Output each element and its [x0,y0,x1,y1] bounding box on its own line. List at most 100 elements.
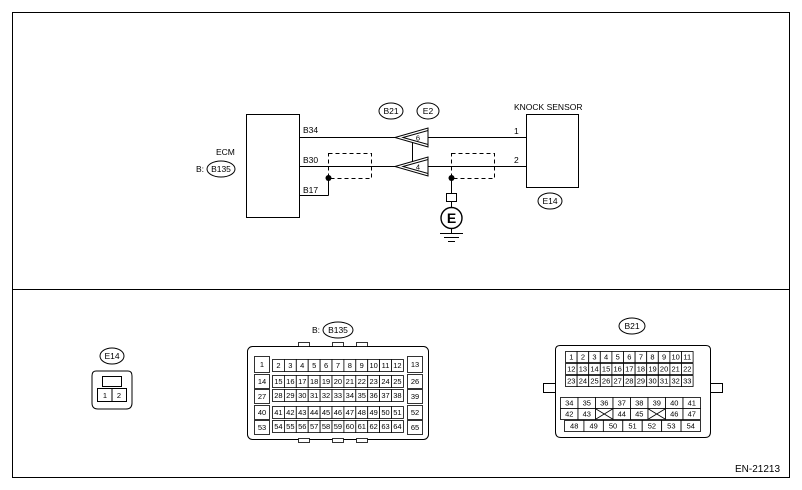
b21-pin-26: 26 [602,377,610,386]
b21-pin-7: 7 [639,353,643,362]
b21-pin-1: 1 [569,353,573,362]
b135-oval [322,321,354,339]
e14-label-top: E14 [542,196,557,206]
b135-key-1 [332,342,344,347]
b135-pin-44: 44 [310,408,318,417]
e14-pin-2: 2 [117,391,121,400]
b135-pin-5: 5 [312,361,316,370]
ecm-connector-prefix: B: [196,164,204,174]
b21-pin-43: 43 [583,410,591,419]
joint-connector-6: 6 [393,127,429,148]
b135-pin-25-cell [391,375,404,388]
b21-latch-right [710,383,723,393]
b21-pin-14: 14 [590,365,598,374]
b21-pin-29: 29 [637,377,645,386]
connector-e14: E14 1 2 [91,347,133,410]
b135-pin-62: 62 [369,422,377,431]
b21-latch-left [543,383,556,393]
b135-pin-52-cell [407,405,423,420]
ecm-label: ECM [216,147,235,157]
shield-right [451,153,495,179]
b135-pin-29: 29 [286,391,294,400]
b21-pin-4: 4 [604,353,608,362]
e14-latch [102,376,122,387]
b21-pin-6: 6 [627,353,631,362]
ks-pin-1: 1 [514,126,519,136]
b135-pin-1-cell [254,356,270,373]
b21-pin-51: 51 [628,422,636,431]
b135-pin-31: 31 [310,391,318,400]
shield-left [328,153,372,179]
b135-pin-53: 53 [258,423,266,432]
b135-pin-30: 30 [298,391,306,400]
knock-sensor-label: KNOCK SENSOR [514,102,583,112]
b21-pin-50: 50 [609,422,617,431]
b135-pin-27: 27 [258,392,266,401]
b21-pin-30: 30 [648,377,656,386]
b135-pin-54: 54 [274,422,282,431]
b135-pin-7: 7 [336,361,340,370]
b135-pin-20: 20 [334,377,342,386]
ground-terminal [446,193,457,202]
b21-pin-5: 5 [616,353,620,362]
b135-pin-56: 56 [298,422,306,431]
b135-pin-13-cell [407,356,423,373]
b21-pin-8: 8 [650,353,654,362]
b21-pin-35: 35 [583,399,591,408]
b135-pin-26-cell [407,374,423,389]
b135-pin-28: 28 [274,391,282,400]
b135-pin-55: 55 [286,422,294,431]
pin-label-b30: B30 [303,155,318,165]
b135-pin-2: 2 [276,361,280,370]
b21-pin-31: 31 [660,377,668,386]
b135-pin-35: 35 [358,391,366,400]
e14-oval-bottom [99,347,125,365]
b135-pin-11: 11 [382,361,390,370]
pin-label-b17: B17 [303,185,318,195]
b135-pin-12: 12 [393,361,401,370]
b135-pin-39-cell [407,389,423,404]
diagram-frame [12,12,790,478]
ecm-connector-id: B135 [211,164,231,174]
b135-pin-27-cell [254,389,270,404]
b21-pin-19: 19 [648,365,656,374]
b135-label: B135 [328,325,348,335]
b21-pin-22-cell [681,363,694,375]
b135-key-2 [356,342,368,347]
b21-pin-42: 42 [565,410,573,419]
b135-pin-36: 36 [369,391,377,400]
b21-pin-38: 38 [635,399,643,408]
ground-label: E [447,210,456,226]
b21-pin-9: 9 [662,353,666,362]
b21-pin-47: 47 [688,410,696,419]
b135-pin-1: 1 [260,360,264,369]
b21-pin-47-cell [682,408,701,420]
b21-pin-49: 49 [589,422,597,431]
b135-pin-53-cell [254,420,270,435]
b21-pin-10: 10 [672,353,680,362]
b21-pin-27: 27 [614,377,622,386]
b135-pin-14: 14 [258,377,266,386]
b21-blank-2-blank-2 [595,408,613,420]
b135-pin-39: 39 [411,392,419,401]
b135-pin-17: 17 [298,377,306,386]
b135-pin-45: 45 [322,408,330,417]
b21-pin-16: 16 [614,365,622,374]
b135-pin-38: 38 [393,391,401,400]
b21-pin-15: 15 [602,365,610,374]
b135-pin-38-cell [391,389,404,402]
b135-pin-59: 59 [334,422,342,431]
b135-key-5 [356,438,368,443]
b21-pin-46: 46 [670,410,678,419]
ecm-connector-oval [206,160,236,178]
b135-pin-21: 21 [346,377,354,386]
shield-junction-left [325,175,332,181]
b21-pin-45: 45 [635,410,643,419]
b21-pin-22: 22 [683,365,691,374]
b135-pin-61: 61 [358,422,366,431]
joint-pin-4: 4 [416,163,420,172]
b21-pin-2: 2 [581,353,585,362]
b21-pin-21: 21 [672,365,680,374]
b135-pin-12-cell [391,359,404,372]
